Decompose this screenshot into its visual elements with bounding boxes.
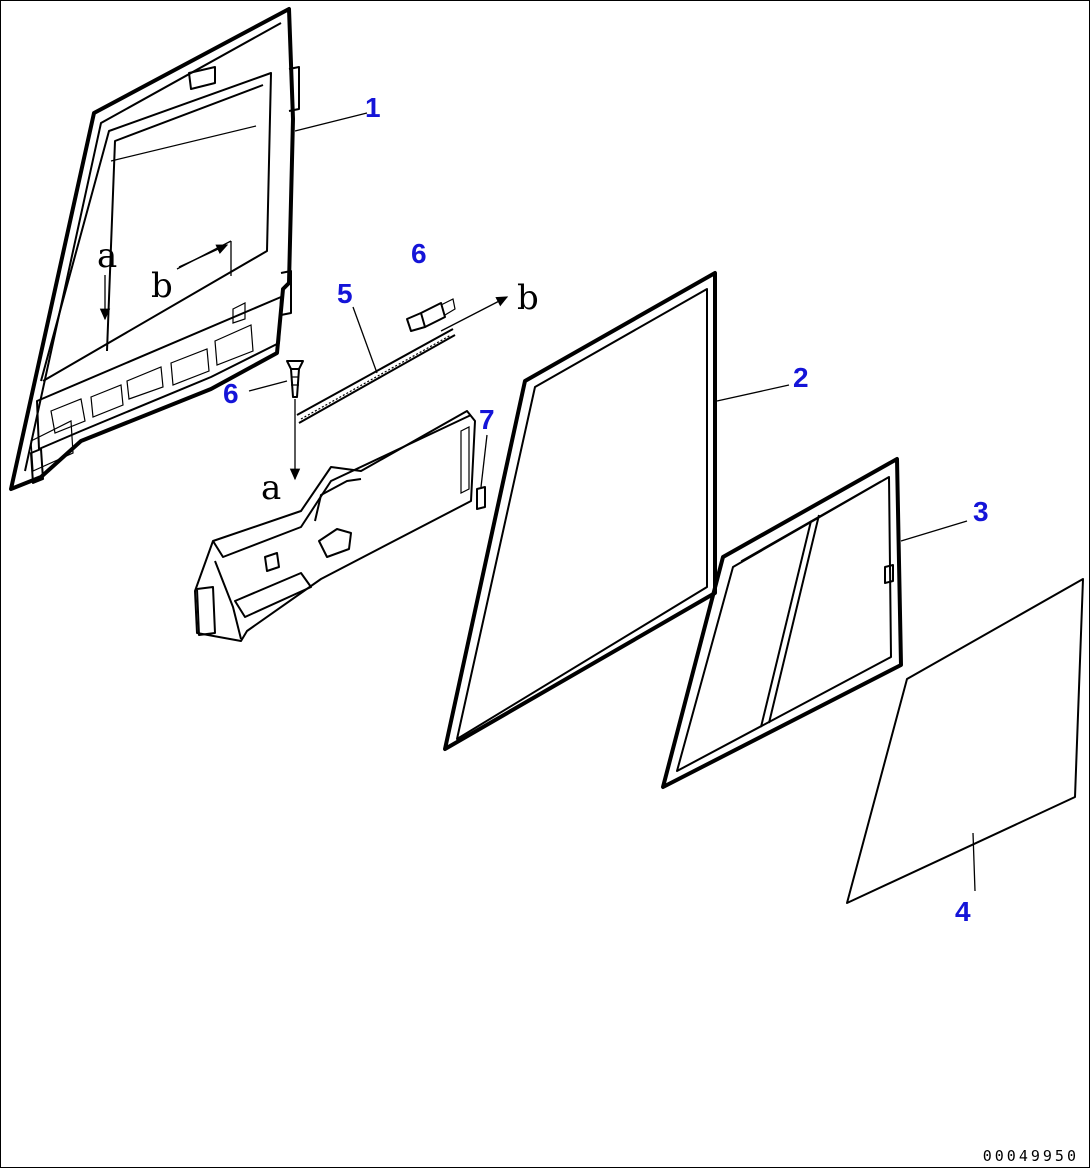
view-mark-b-right: b <box>517 278 539 318</box>
armrest-trim-assembly <box>194 410 476 642</box>
callout-4: 4 <box>955 896 971 927</box>
drawing-number: 00049950 <box>982 1147 1079 1165</box>
view-mark-a-top: a <box>97 236 117 276</box>
callout-6-lower: 6 <box>223 378 239 409</box>
rail-part-5 <box>296 328 456 424</box>
view-mark-a-bottom: a <box>261 468 281 508</box>
callout-leaders <box>248 112 976 892</box>
screw-part-6-lower <box>286 360 304 398</box>
callout-5: 5 <box>337 278 353 309</box>
callout-7: 7 <box>479 404 495 435</box>
callout-6-upper: 6 <box>411 238 427 269</box>
callout-3: 3 <box>973 496 989 527</box>
pin-part-7 <box>476 486 486 510</box>
glass-panel-part-4 <box>846 578 1084 904</box>
callout-2: 2 <box>793 362 809 393</box>
view-mark-b-top: b <box>151 266 173 306</box>
door-frame-part-1 <box>9 7 300 491</box>
screw-part-6-upper <box>406 298 456 332</box>
callout-1: 1 <box>365 92 381 123</box>
glass-seal-part-2 <box>443 271 717 751</box>
view-arrows <box>99 240 509 481</box>
sliding-window-part-3 <box>661 457 903 789</box>
